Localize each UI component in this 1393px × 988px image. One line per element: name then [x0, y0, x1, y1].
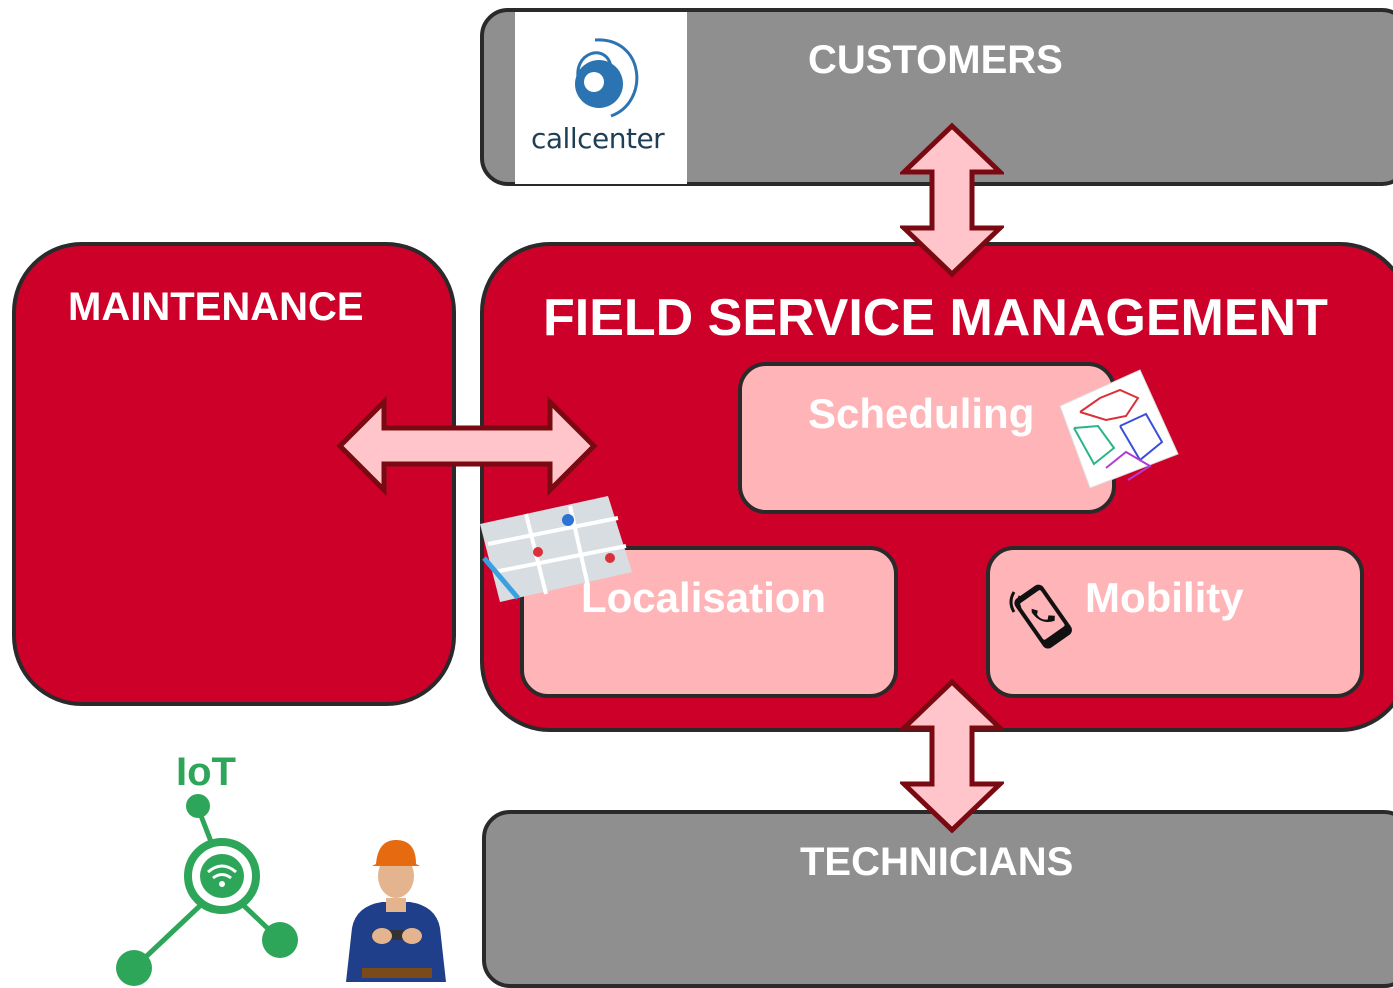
- iot-label: IoT: [176, 750, 236, 794]
- callcenter-logo: callcenter: [515, 12, 687, 184]
- localisation-label: Localisation: [581, 574, 827, 621]
- scheduling-label: Scheduling: [808, 390, 1035, 437]
- technicians-box: [482, 810, 1393, 988]
- customers-fsm-arrow: [900, 122, 1004, 278]
- route-map-icon: [1059, 369, 1179, 489]
- fsm-title: FIELD SERVICE MANAGEMENT: [543, 289, 1328, 347]
- technicians-label: TECHNICIANS: [800, 840, 1074, 884]
- city-map-icon: [480, 496, 632, 602]
- fsm-technicians-arrow: [900, 678, 1004, 834]
- maintenance-label: MAINTENANCE: [68, 285, 364, 329]
- phone-icon: [1009, 584, 1072, 649]
- iot-network-icon: [116, 794, 298, 986]
- maintenance-fsm-arrow: [336, 396, 598, 496]
- callcenter-logo-text: callcenter: [531, 122, 665, 155]
- customers-label: CUSTOMERS: [808, 38, 1063, 82]
- technician-photo: [346, 840, 446, 982]
- localisation-module: [520, 546, 898, 698]
- mobility-label: Mobility: [1085, 574, 1244, 621]
